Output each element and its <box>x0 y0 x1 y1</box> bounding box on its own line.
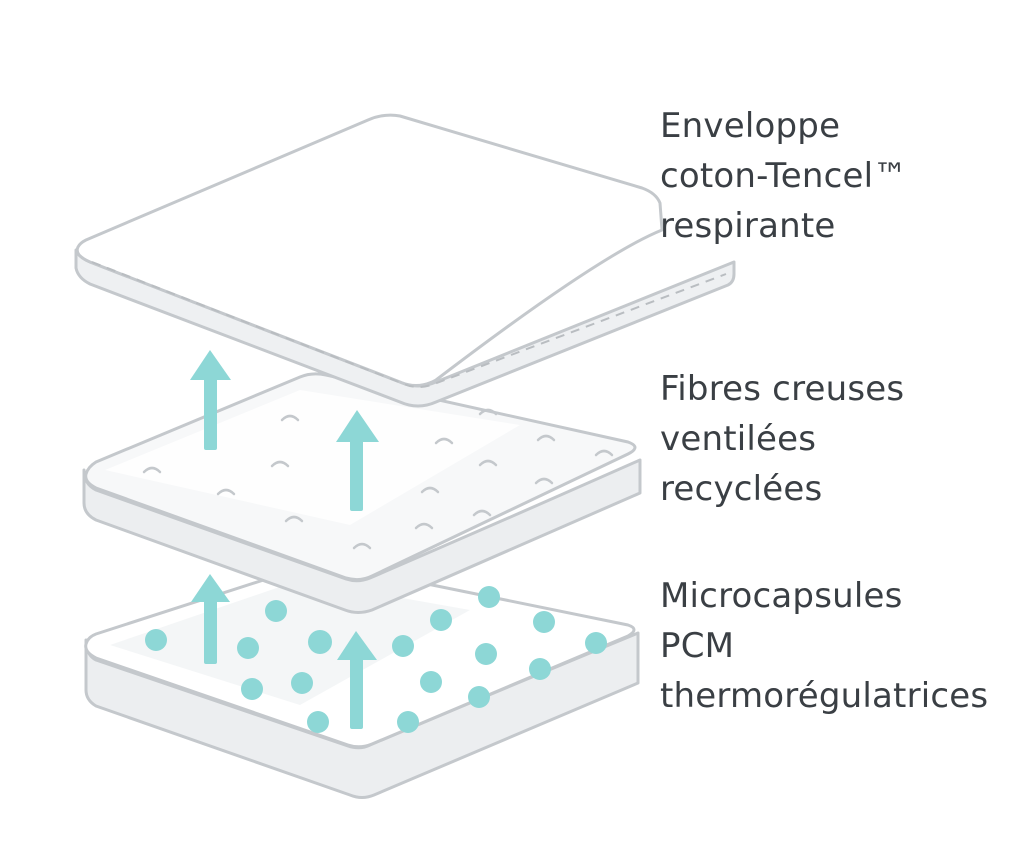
layer-envelope-top <box>75 113 664 387</box>
vent-hole <box>270 460 290 468</box>
label-fibres-line-2: ventilées <box>660 419 817 459</box>
label-fibres-line-1: Fibres creuses <box>660 369 905 409</box>
vent-hole <box>536 434 556 442</box>
label-envelope: Enveloppe coton-Tencel™ respirante <box>660 101 907 251</box>
vent-hole <box>216 488 236 496</box>
label-fibres: Fibres creuses ventilées recyclées <box>660 364 904 514</box>
microcapsule <box>237 637 259 659</box>
pcm-microcapsules <box>145 586 607 733</box>
microcapsule <box>265 600 287 622</box>
microcapsule <box>307 711 329 733</box>
ventilation-holes <box>142 408 614 550</box>
label-microcapsules-line-2: PCM <box>660 626 735 666</box>
microcapsule <box>585 632 607 654</box>
layer-microcapsules-sheen <box>110 580 470 705</box>
microcapsule <box>475 643 497 665</box>
up-arrow-icon <box>190 350 231 450</box>
up-arrow-icon <box>191 574 230 664</box>
label-microcapsules: Microcapsules PCM thermorégulatrices <box>660 571 988 721</box>
microcapsule <box>241 678 263 700</box>
microcapsule <box>145 629 167 651</box>
vent-hole <box>284 515 304 523</box>
vent-hole <box>478 459 498 467</box>
label-envelope-line-1: Enveloppe <box>660 106 841 146</box>
microcapsule <box>308 630 332 654</box>
vent-hole <box>280 414 300 422</box>
microcapsule <box>397 711 419 733</box>
up-arrow-icon <box>336 410 379 511</box>
vent-hole <box>142 466 162 474</box>
label-envelope-line-2: coton-Tencel™ <box>660 156 908 196</box>
label-envelope-line-3: respirante <box>660 206 836 246</box>
up-arrow-icon <box>337 631 377 729</box>
layer-fibres-sheen <box>105 390 520 525</box>
vent-hole <box>534 477 554 485</box>
microcapsule <box>392 635 414 657</box>
vent-hole <box>478 408 498 416</box>
layer-envelope <box>74 113 736 408</box>
vent-hole <box>352 542 372 550</box>
microcapsule <box>291 672 313 694</box>
vent-hole <box>434 437 454 445</box>
vent-hole <box>420 486 440 494</box>
vent-hole <box>472 509 492 517</box>
label-fibres-line-3: recyclées <box>660 469 823 509</box>
microcapsule <box>533 611 555 633</box>
vent-hole <box>594 449 614 457</box>
microcapsule <box>430 609 452 631</box>
microcapsule <box>420 671 442 693</box>
vent-hole <box>414 522 434 530</box>
label-microcapsules-line-1: Microcapsules <box>660 576 903 616</box>
microcapsule <box>478 586 500 608</box>
microcapsule <box>468 686 490 708</box>
label-microcapsules-line-3: thermorégulatrices <box>660 676 989 716</box>
microcapsule <box>529 658 551 680</box>
